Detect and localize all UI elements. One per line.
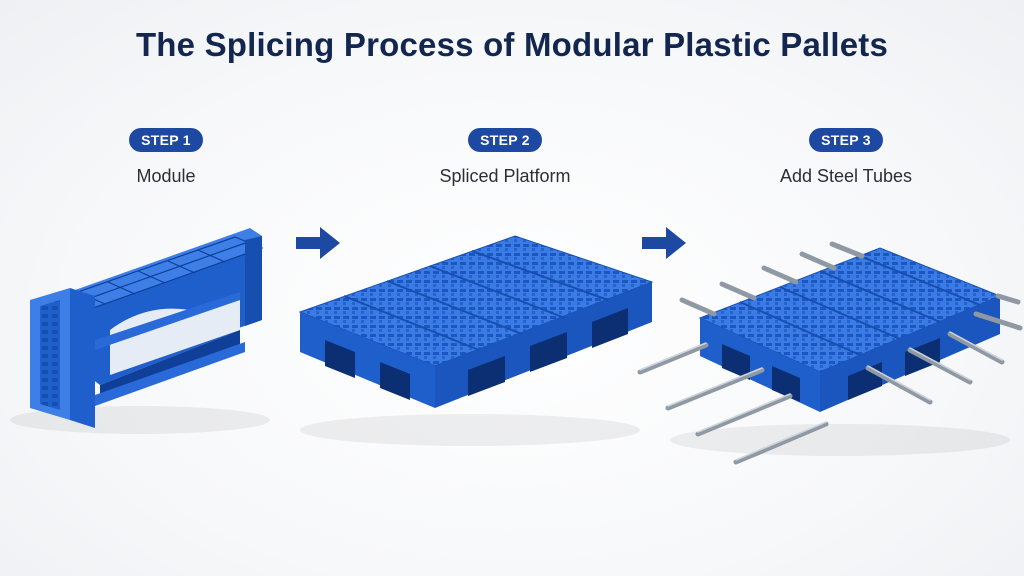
step-1-badge: STEP 1 bbox=[129, 128, 203, 152]
step-2: STEP 2 Spliced Platform bbox=[385, 128, 625, 187]
step-3-caption: Add Steel Tubes bbox=[779, 166, 913, 186]
steel-tubes-illustration bbox=[637, 241, 1023, 465]
module-illustration bbox=[10, 228, 270, 434]
step-3-badge: STEP 3 bbox=[809, 128, 883, 152]
arrow-right-icon-1 bbox=[296, 227, 340, 259]
step-2-caption: Spliced Platform bbox=[439, 166, 571, 186]
page-title: The Splicing Process of Modular Plastic … bbox=[135, 26, 889, 63]
spliced-platform-illustration bbox=[298, 235, 654, 446]
arrow-right-icon-2 bbox=[642, 227, 686, 259]
step-2-badge: STEP 2 bbox=[468, 128, 542, 152]
step-3: STEP 3 Add Steel Tubes bbox=[726, 128, 966, 187]
step-1: STEP 1 Module bbox=[46, 128, 286, 187]
step-1-caption: Module bbox=[136, 166, 196, 186]
